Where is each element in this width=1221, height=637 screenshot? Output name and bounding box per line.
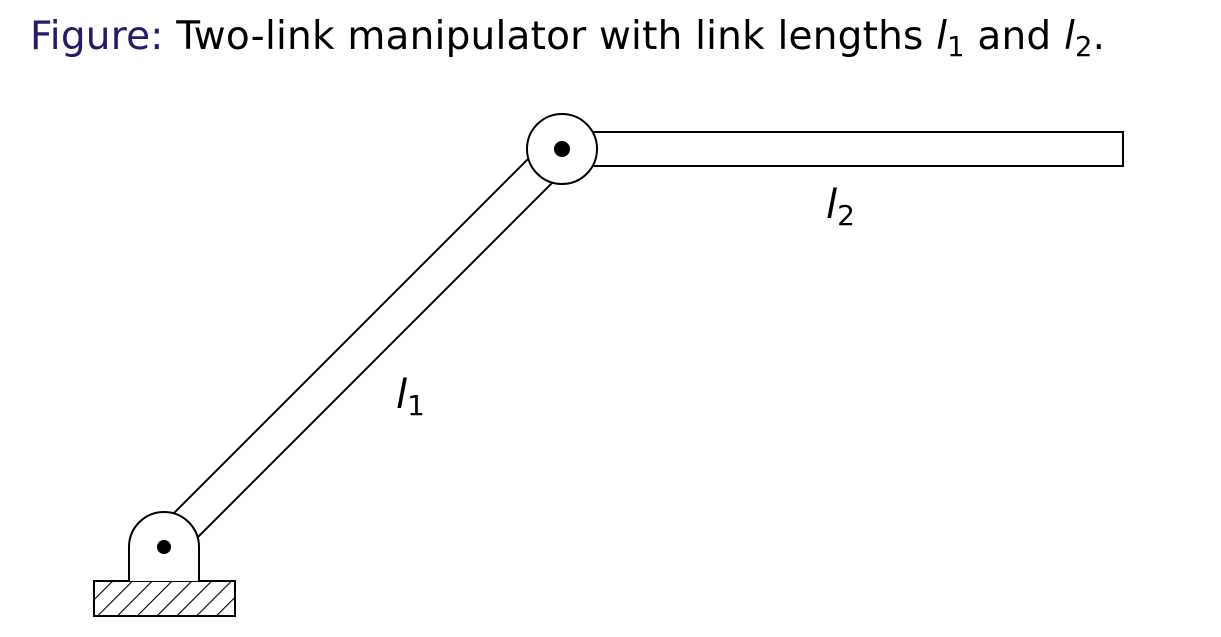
link-1 (150, 135, 576, 561)
link-2-label: l2 (826, 182, 855, 232)
caption-prefix: Figure: (30, 14, 164, 59)
link-2 (561, 131, 1124, 167)
link-1-label: l1 (396, 372, 425, 422)
elbow-pivot-dot (554, 141, 570, 157)
ground-hatch (93, 580, 236, 617)
figure-caption: Figure: Two-link manipulator with link l… (30, 14, 1106, 63)
base-pivot-dot (157, 540, 171, 554)
